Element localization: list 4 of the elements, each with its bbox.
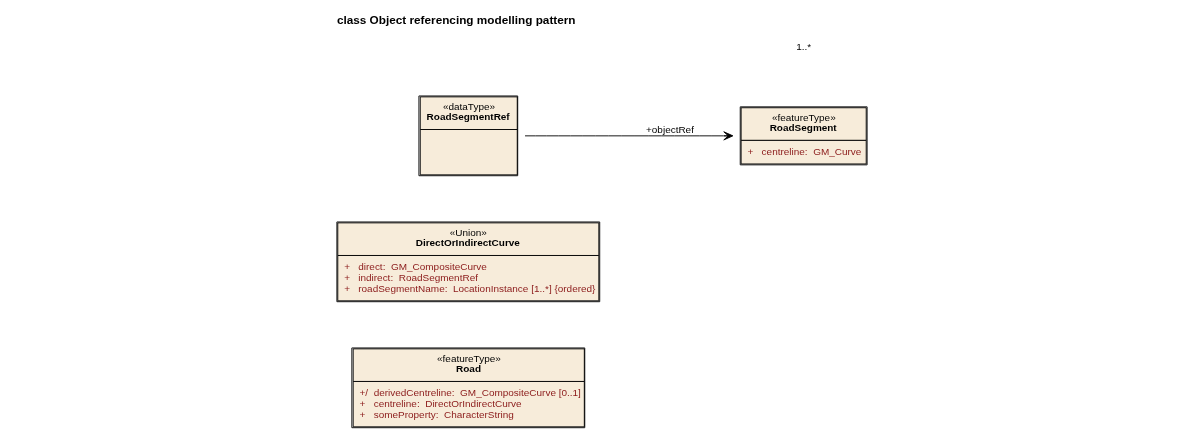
- edge-label: +objectRef: [645, 123, 694, 135]
- label: 1..*: [795, 41, 811, 53]
- arrow: [524, 131, 733, 141]
- diagram-title: class Object referencing modelling pattern: [336, 12, 576, 26]
